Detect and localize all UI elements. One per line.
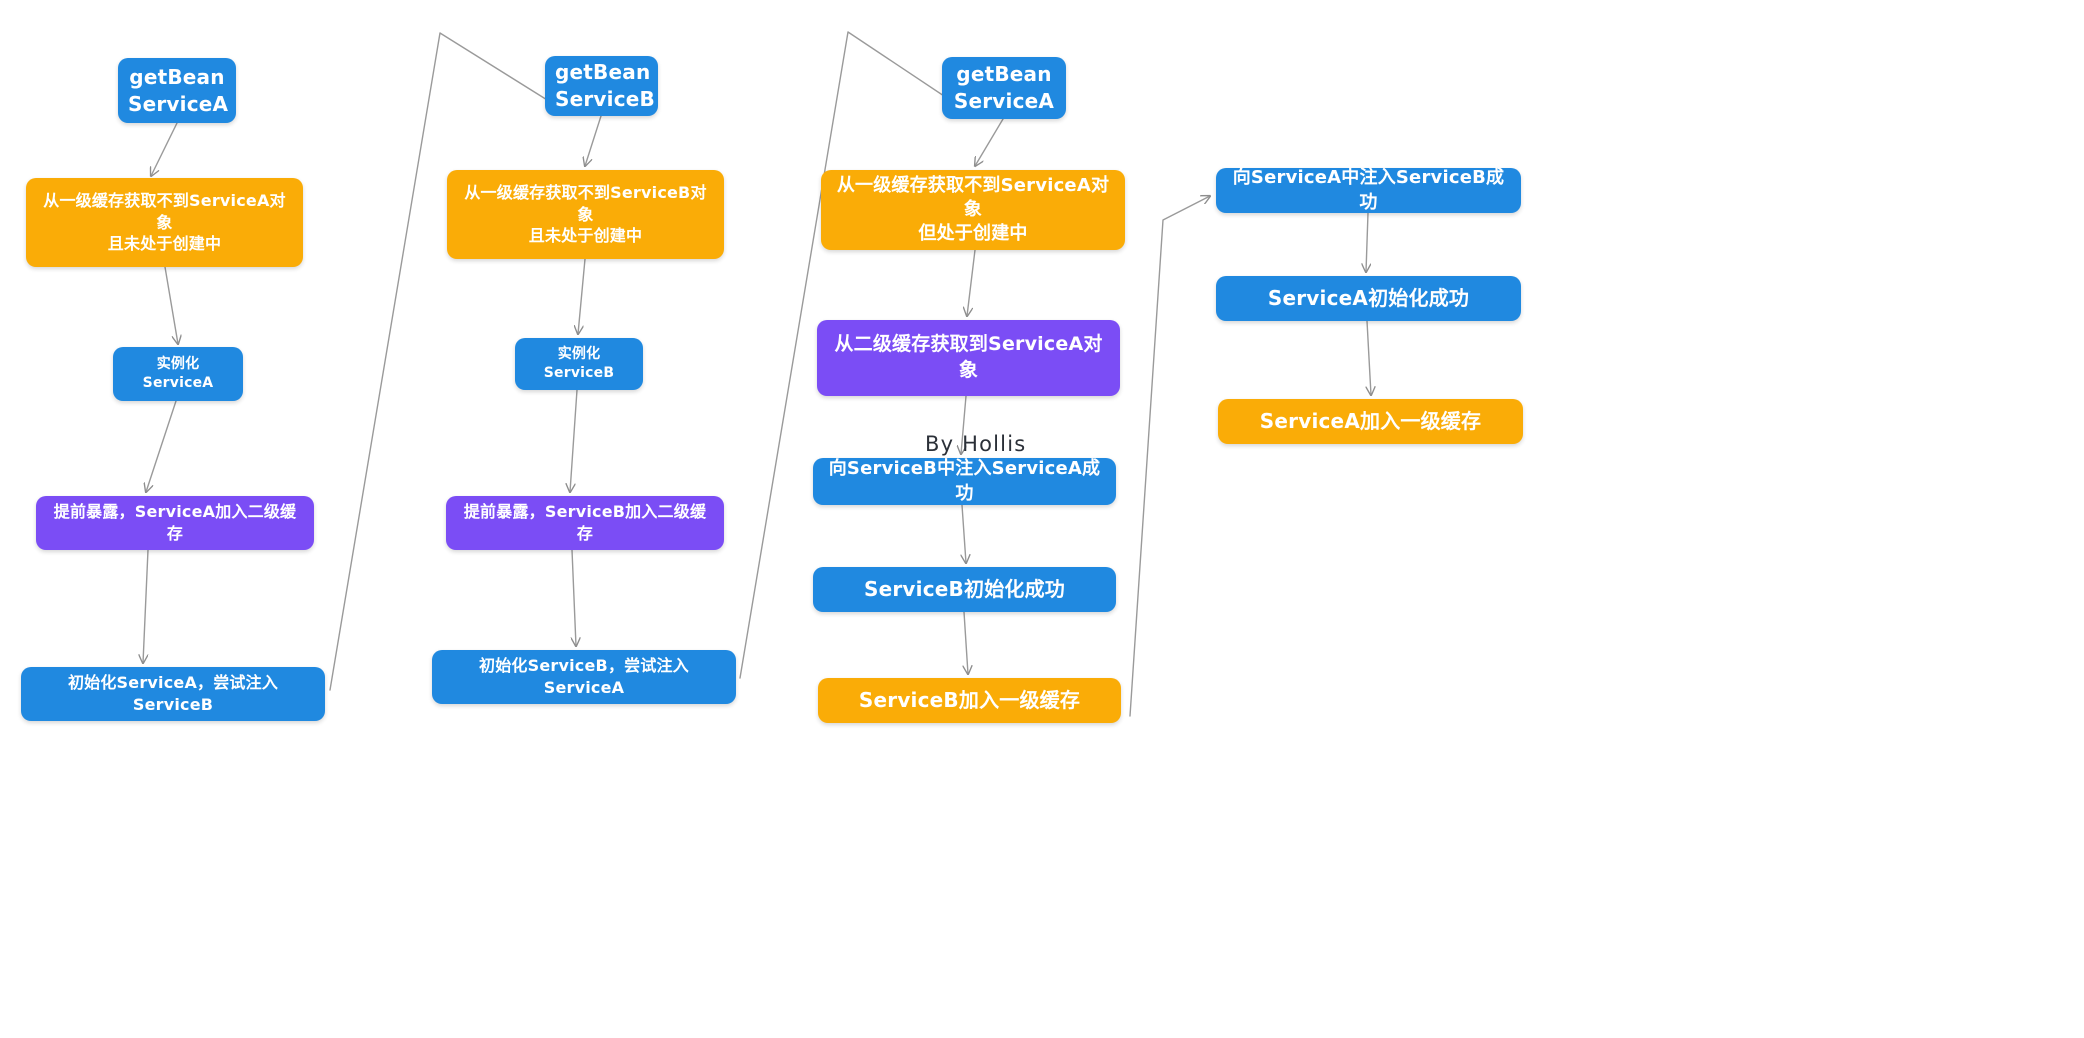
edge-c2n4-to-c2n5 — [572, 549, 576, 646]
flow-node-label: 从一级缓存获取不到ServiceA对象且未处于创建中 — [43, 191, 286, 254]
edge-c1n2-to-c1n3 — [164, 266, 178, 344]
flow-node-label: ServiceB初始化成功 — [864, 577, 1065, 601]
flow-node-label: 提前暴露，ServiceA加入二级缓存 — [53, 502, 297, 543]
flow-node-c2-n4[interactable]: 提前暴露，ServiceB加入二级缓存 — [446, 496, 724, 550]
flow-node-label: 从二级缓存获取到ServiceA对象 — [834, 333, 1103, 381]
flow-node-c1-n5[interactable]: 初始化ServiceA，尝试注入ServiceB — [21, 667, 325, 721]
flow-node-label: ServiceA加入一级缓存 — [1259, 409, 1482, 433]
flow-node-c4-n1[interactable]: 向ServiceA中注入ServiceB成功 — [1216, 167, 1521, 213]
flow-node-c2-n2[interactable]: 从一级缓存获取不到ServiceB对象且未处于创建中 — [447, 170, 724, 259]
flow-node-label: 从一级缓存获取不到ServiceB对象且未处于创建中 — [464, 183, 707, 246]
flow-node-label: 从一级缓存获取不到ServiceA对象但处于创建中 — [836, 174, 1110, 245]
flow-node-c4-n2[interactable]: ServiceA初始化成功 — [1216, 276, 1521, 321]
edge-c4n1-to-c4n2 — [1366, 212, 1368, 272]
flow-node-label: ServiceA初始化成功 — [1267, 286, 1470, 310]
edge-c3n1-to-c3n2 — [975, 118, 1004, 166]
flow-node-c3-n5[interactable]: ServiceB初始化成功 — [813, 567, 1116, 612]
edge-c3n4-to-c3n5 — [962, 504, 966, 563]
edge-c2n3-to-c2n4 — [570, 389, 578, 492]
flow-node-label: 实例化ServiceA — [142, 356, 214, 391]
flow-node-c2-n3[interactable]: 实例化ServiceB — [515, 338, 643, 390]
flow-node-label: ServiceB加入一级缓存 — [858, 688, 1081, 712]
flow-node-label: 初始化ServiceA，尝试注入ServiceB — [67, 673, 279, 714]
edge-c2n2-to-c2n3 — [578, 258, 586, 334]
edge-c3n5-to-c3n6 — [964, 611, 968, 674]
flow-node-label: 向ServiceA中注入ServiceB成功 — [1232, 167, 1505, 213]
flow-node-label: 初始化ServiceB，尝试注入ServiceA — [479, 656, 689, 697]
edge-c1n3-to-c1n4 — [146, 400, 177, 492]
flow-node-label: 实例化ServiceB — [543, 346, 615, 381]
flow-node-c3-n3[interactable]: 从二级缓存获取到ServiceA对象 — [817, 320, 1120, 396]
flow-node-c1-n4[interactable]: 提前暴露，ServiceA加入二级缓存 — [36, 496, 314, 550]
flow-node-label: 向ServiceB中注入ServiceA成功 — [828, 458, 1101, 504]
edge-c1n1-to-c1n2 — [151, 122, 178, 176]
flow-node-c4-n3[interactable]: ServiceA加入一级缓存 — [1218, 399, 1523, 444]
flow-node-label: 提前暴露，ServiceB加入二级缓存 — [463, 502, 707, 543]
flow-node-c3-n6[interactable]: ServiceB加入一级缓存 — [818, 678, 1121, 723]
edge-c3n6-to-c4n1 — [1129, 196, 1210, 717]
flow-node-c3-n2[interactable]: 从一级缓存获取不到ServiceA对象但处于创建中 — [821, 170, 1125, 250]
author-annotation: By Hollis — [925, 432, 1027, 456]
edge-c3n2-to-c3n3 — [967, 249, 976, 316]
edge-c1n4-to-c1n5 — [143, 549, 149, 663]
flow-node-c2-n5[interactable]: 初始化ServiceB，尝试注入ServiceA — [432, 650, 736, 704]
edge-c2n1-to-c2n2 — [585, 115, 602, 166]
flow-node-c1-n2[interactable]: 从一级缓存获取不到ServiceA对象且未处于创建中 — [26, 178, 303, 267]
edge-c4n2-to-c4n3 — [1367, 320, 1371, 395]
flow-node-c1-n3[interactable]: 实例化ServiceA — [113, 347, 243, 401]
flow-node-c3-n4[interactable]: 向ServiceB中注入ServiceA成功 — [813, 458, 1116, 505]
